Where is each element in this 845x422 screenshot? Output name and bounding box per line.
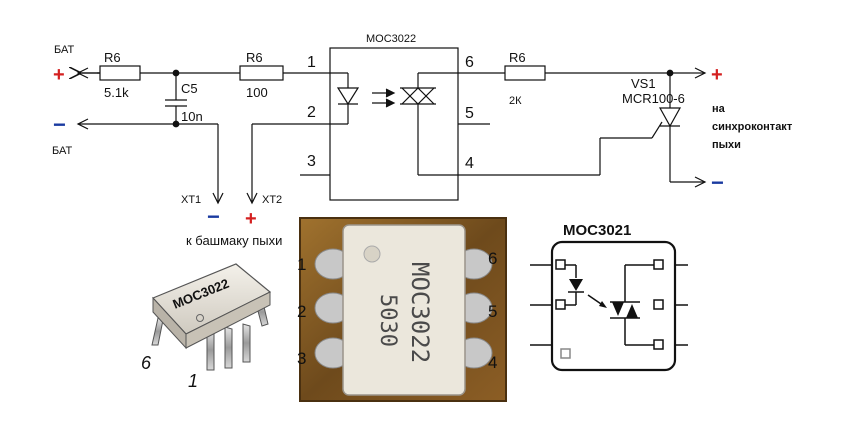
r1-name: R6 [104, 50, 121, 65]
resistor-r1 [99, 65, 141, 81]
dip-chip-illustration: MOC3022 6 1 [141, 263, 272, 391]
ic-pin-1: 1 [307, 54, 316, 71]
chip-top-marking-2: 5030 [375, 294, 400, 347]
chip-top-pin-3: 3 [297, 349, 306, 368]
dip-pin-6: 6 [141, 353, 152, 373]
chip-top-marking-1: MOC3022 [406, 262, 434, 363]
r2-name: R6 [246, 50, 263, 65]
right-plus-symbol: + [711, 64, 723, 86]
ic-name: MOC3022 [366, 33, 416, 45]
c5-value: 10n [181, 109, 203, 124]
ic-pin-4: 4 [465, 155, 474, 172]
dip-pin-1: 1 [188, 371, 198, 391]
ic-pin-2: 2 [307, 104, 316, 121]
xt1-minus-symbol: − [207, 204, 220, 229]
note-line-3: пыхи [712, 139, 741, 151]
chip-top-pin-4: 4 [488, 353, 497, 372]
bat-minus-symbol: − [53, 112, 66, 137]
note-line-2: синхроконтакт [712, 121, 793, 133]
resistor-r3 [504, 65, 546, 81]
pinout-title: MOC3021 [563, 222, 631, 239]
xt1-label: XT1 [181, 194, 201, 206]
schematic-labels: БАТ БАТ + − R6 5.1k C5 10n R6 100 MOC302… [52, 33, 793, 248]
bat-plus-label: БАТ [54, 44, 74, 56]
chip-top-body [342, 224, 466, 396]
bat-minus-label: БАТ [52, 145, 72, 157]
chip-top-pin-2: 2 [297, 302, 306, 321]
ic-pin-5: 5 [465, 105, 474, 122]
thyristor-symbol [658, 107, 682, 128]
pinout-diagram: MOC3021 [530, 222, 688, 372]
ic-body [329, 47, 459, 201]
xt-caption: к башмаку пыхи [186, 233, 282, 248]
r2-value: 100 [246, 85, 268, 100]
chip-photo: MOC3022 5030 1 2 3 6 5 4 [297, 217, 507, 402]
ic-pin-6: 6 [465, 54, 474, 71]
vs1-part: MCR100-6 [622, 91, 685, 106]
r1-value: 5.1k [104, 85, 129, 100]
vs1-name: VS1 [631, 76, 656, 91]
r3-name: R6 [509, 50, 526, 65]
r3-value: 2К [509, 95, 522, 107]
xt2-label: XT2 [262, 194, 282, 206]
c5-name: C5 [181, 81, 198, 96]
note-line-1: на [712, 103, 726, 115]
bat-plus-symbol: + [53, 64, 65, 86]
led-symbol [336, 87, 360, 106]
chip-top-pin-1: 1 [297, 255, 306, 274]
schematic [78, 47, 707, 205]
chip-top-pin-6: 6 [488, 249, 497, 268]
xt2-plus-symbol: + [245, 208, 257, 230]
right-minus-symbol: − [711, 170, 724, 195]
resistor-r2 [239, 65, 284, 81]
ic-pin-3: 3 [307, 153, 316, 170]
chip-top-pin-5: 5 [488, 302, 497, 321]
